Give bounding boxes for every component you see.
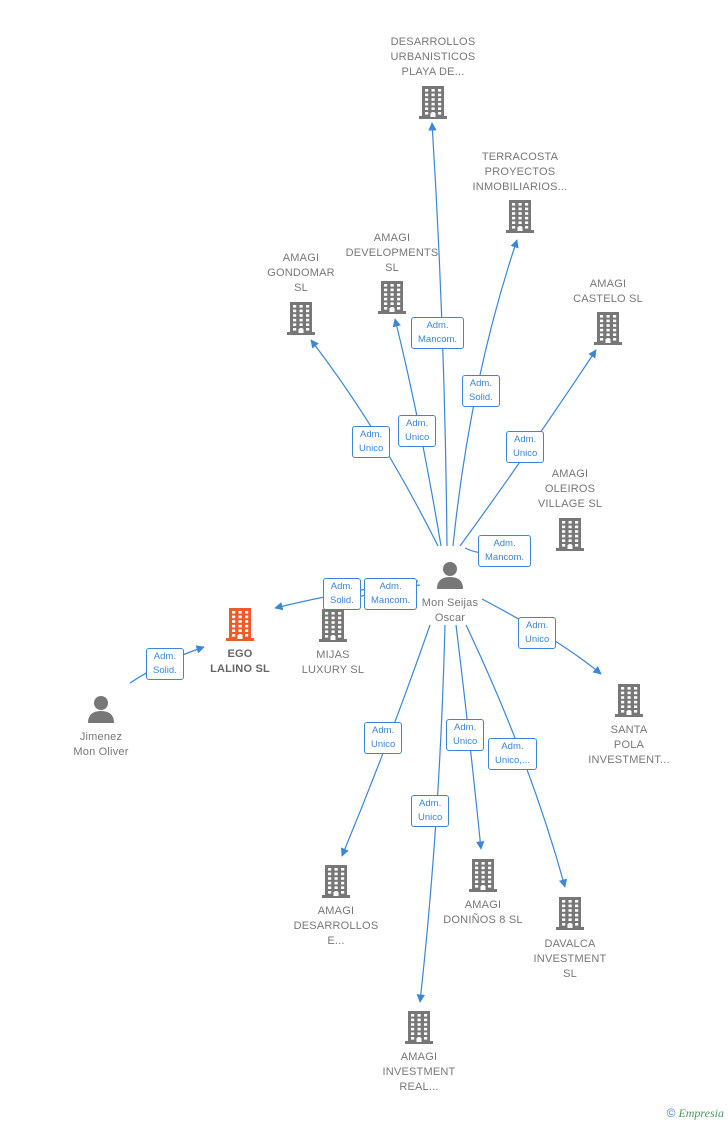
copyright-symbol: ©: [666, 1106, 676, 1120]
mijas-luxury-node-icon[interactable]: [273, 608, 393, 642]
amagi-desarrollos-node-icon[interactable]: [276, 864, 396, 898]
building-icon: [615, 684, 643, 717]
building-icon: [506, 200, 534, 233]
amagi-doninos-label[interactable]: AMAGI DONIÑOS 8 SL: [443, 899, 523, 926]
amagi-doninos-node-icon[interactable]: [423, 858, 543, 892]
terracosta-node-icon[interactable]: [460, 199, 580, 233]
amagi-gondomar-node-icon[interactable]: [241, 301, 361, 335]
ego-lalino-label[interactable]: EGO LALINO SL: [210, 648, 270, 675]
edge-label-mon_seijas-amagi_developments[interactable]: Adm. Unico: [398, 415, 437, 447]
amagi-developments-label[interactable]: AMAGI DEVELOPMENTS SL: [345, 232, 439, 274]
amagi-oleiros-node-icon[interactable]: [510, 517, 630, 551]
amagi-castelo-node-icon[interactable]: [548, 311, 668, 345]
edge-label-mon_seijas-amagi_desarrollos[interactable]: Adm. Unico: [364, 722, 403, 754]
edge-label-mon_seijas-mijas_luxury[interactable]: Adm. Mancom.: [364, 578, 418, 610]
building-icon: [419, 86, 447, 119]
building-icon: [469, 859, 497, 892]
person-icon: [437, 562, 463, 589]
amagi-developments-node-icon[interactable]: [332, 280, 452, 314]
edge-label-mon_seijas-santa_pola[interactable]: Adm. Unico: [518, 617, 557, 649]
edge-label-jimenez-ego_lalino[interactable]: Adm. Solid.: [146, 648, 184, 680]
edge-label-mon_seijas-desarrollos_playa[interactable]: Adm. Mancom.: [411, 317, 465, 349]
person-icon: [88, 696, 114, 723]
amagi-desarrollos-label[interactable]: AMAGI DESARROLLOS E...: [293, 905, 379, 947]
building-icon: [319, 609, 347, 642]
building-icon: [556, 518, 584, 551]
building-icon: [322, 865, 350, 898]
edge-label-mon_seijas-amagi_gondomar[interactable]: Adm. Unico: [352, 426, 391, 458]
amagi-castelo-label[interactable]: AMAGI CASTELO SL: [573, 278, 643, 305]
mijas-luxury-label[interactable]: MIJAS LUXURY SL: [301, 649, 365, 676]
jimenez-node-icon[interactable]: [41, 694, 161, 724]
terracosta-label[interactable]: TERRACOSTA PROYECTOS INMOBILIARIOS...: [472, 151, 568, 193]
building-icon: [405, 1011, 433, 1044]
mon-seijas-label[interactable]: Mon Seijas Oscar: [421, 597, 479, 624]
amagi-investment-label[interactable]: AMAGI INVESTMENT REAL...: [382, 1051, 456, 1093]
amagi-oleiros-label[interactable]: AMAGI OLEIROS VILLAGE SL: [537, 468, 603, 510]
santa-pola-node-icon[interactable]: [569, 683, 689, 717]
mon-seijas-node-icon[interactable]: [390, 560, 510, 590]
edge-label-mon_seijas-amagi_doninos[interactable]: Adm. Unico: [446, 719, 485, 751]
brand-name: Empresia: [678, 1106, 724, 1120]
amagi-investment-node-icon[interactable]: [359, 1010, 479, 1044]
desarrollos-playa-label[interactable]: DESARROLLOS URBANISTICOS PLAYA DE...: [390, 36, 476, 78]
building-icon: [226, 608, 254, 641]
davalca-node-icon[interactable]: [510, 896, 630, 930]
davalca-label[interactable]: DAVALCA INVESTMENT SL: [533, 938, 607, 980]
edge-label-mon_seijas-davalca[interactable]: Adm. Unico,...: [488, 738, 537, 770]
ego-lalino-node-icon[interactable]: [180, 607, 300, 641]
building-icon: [287, 302, 315, 335]
building-icon: [556, 897, 584, 930]
building-icon: [378, 281, 406, 314]
edge-label-mon_seijas-amagi_investment[interactable]: Adm. Unico: [411, 795, 450, 827]
footer-brand[interactable]: © Empresia: [667, 1106, 724, 1121]
jimenez-label[interactable]: Jimenez Mon Oliver: [73, 731, 129, 758]
edge-label-mon_seijas-ego_lalino[interactable]: Adm. Solid.: [323, 578, 361, 610]
amagi-gondomar-label[interactable]: AMAGI GONDOMAR SL: [267, 252, 335, 294]
building-icon: [594, 312, 622, 345]
edge-label-mon_seijas-amagi_oleiros[interactable]: Adm. Mancom.: [478, 535, 532, 567]
desarrollos-playa-node-icon[interactable]: [373, 85, 493, 119]
edge-label-mon_seijas-amagi_castelo[interactable]: Adm. Unico: [506, 431, 545, 463]
santa-pola-label[interactable]: SANTA POLA INVESTMENT...: [588, 724, 670, 766]
edge-label-mon_seijas-terracosta[interactable]: Adm. Solid.: [462, 375, 500, 407]
